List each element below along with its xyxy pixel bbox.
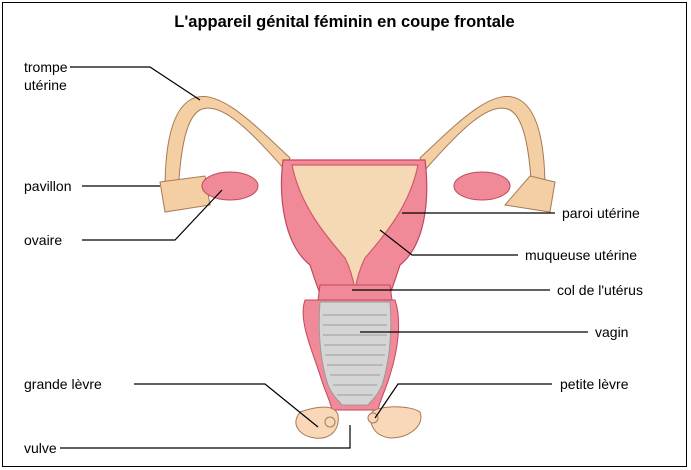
- label-muqueuse: muqueuse utérine: [525, 246, 637, 264]
- right-pavillon: [505, 176, 555, 212]
- vagina-canal: [319, 302, 390, 405]
- left-labium-minus: [325, 417, 335, 427]
- left-ovary: [202, 172, 258, 200]
- right-labium-majus: [371, 407, 421, 438]
- label-vulve: vulve: [24, 439, 57, 457]
- label-grande-levre: grande lèvre: [24, 375, 102, 393]
- leader-trompe: [70, 67, 200, 100]
- label-ovaire: ovaire: [24, 231, 62, 249]
- label-vagin: vagin: [595, 323, 628, 341]
- right-labium-minus: [368, 413, 378, 423]
- label-trompe-line2: utérine: [24, 76, 67, 94]
- left-pavillon: [160, 176, 210, 212]
- label-col: col de l'utérus: [557, 281, 643, 299]
- label-paroi: paroi utérine: [562, 204, 640, 222]
- right-ovary: [454, 172, 510, 200]
- label-trompe-line1: trompe: [24, 58, 68, 76]
- label-pavillon: pavillon: [24, 177, 71, 195]
- leader-grande-levre: [134, 384, 318, 427]
- cervix: [318, 285, 392, 300]
- label-petite-levre: petite lèvre: [560, 375, 628, 393]
